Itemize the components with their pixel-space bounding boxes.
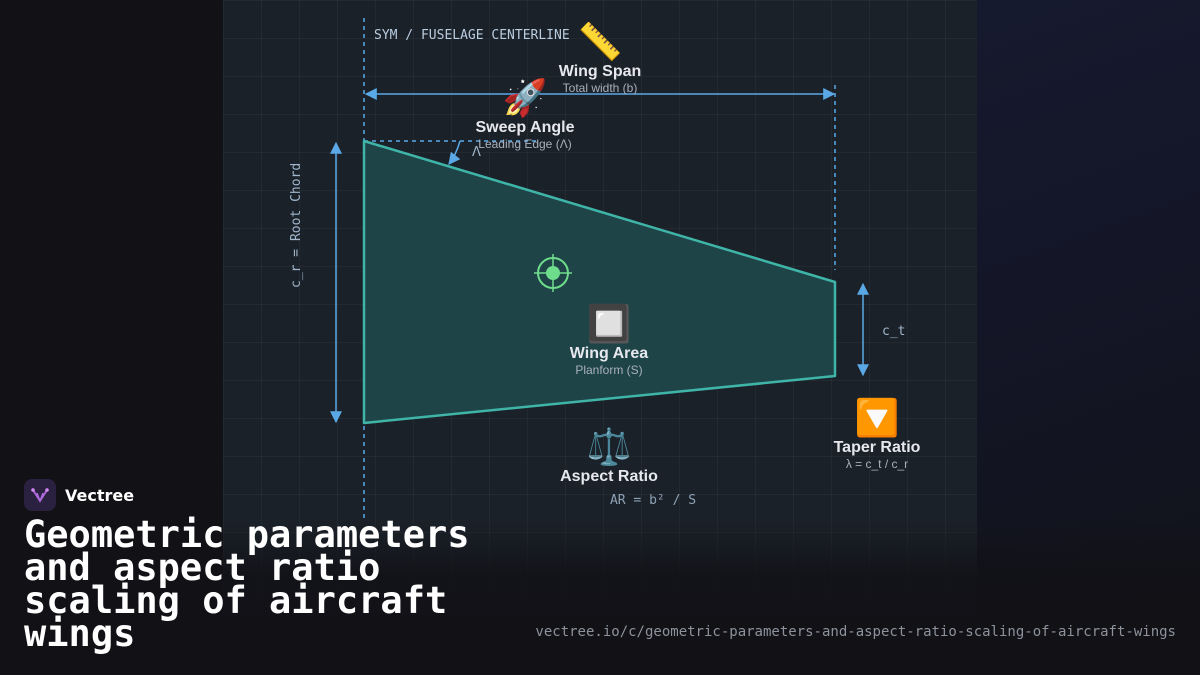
sweep-arc-arrow bbox=[448, 140, 461, 165]
sweep-symbol: Λ bbox=[472, 145, 481, 160]
wing-area-title: Wing Area bbox=[569, 345, 649, 362]
wing-span-label: 📏 Wing Span Total width (b) bbox=[558, 21, 642, 96]
sweep-angle-subtitle: Leading Edge (Λ) bbox=[478, 137, 572, 151]
centerline-label: SYM / FUSELAGE CENTERLINE bbox=[374, 28, 570, 43]
taper-ratio-subtitle: λ = c_t / c_r bbox=[845, 457, 909, 471]
scales-icon: ⚖️ bbox=[586, 426, 632, 467]
wing-span-title: Wing Span bbox=[558, 63, 642, 80]
brand-name: Vectree bbox=[65, 485, 135, 505]
aspect-ratio-title: Aspect Ratio bbox=[560, 468, 658, 485]
wing-span-subtitle: Total width (b) bbox=[562, 81, 638, 95]
brand[interactable]: Vectree bbox=[24, 479, 134, 511]
taper-ratio-label: 🔽 Taper Ratio λ = c_t / c_r bbox=[833, 397, 921, 472]
centroid-marker-icon bbox=[534, 254, 572, 292]
wing-planform bbox=[362, 139, 837, 425]
aspect-ratio-formula: AR = b² / S bbox=[610, 493, 696, 508]
square-icon: 🔲 bbox=[586, 303, 632, 344]
wing-area-label: 🔲 Wing Area Planform (S) bbox=[569, 303, 649, 378]
page-url[interactable]: vectree.io/c/geometric-parameters-and-as… bbox=[535, 624, 1176, 640]
page-title: Geometric parameters and aspect ratio sc… bbox=[24, 513, 470, 655]
vectree-logo-icon bbox=[24, 479, 56, 511]
tip-chord-label: c_t bbox=[882, 324, 905, 339]
sweep-angle-label: 🚀 Sweep Angle Leading Edge (Λ) bbox=[475, 77, 575, 152]
aspect-ratio-label: ⚖️ Aspect Ratio bbox=[560, 427, 658, 486]
root-chord-label: c_r = Root Chord bbox=[289, 163, 304, 288]
sweep-angle-title: Sweep Angle bbox=[475, 119, 575, 136]
bottom-fade-overlay bbox=[0, 520, 1200, 675]
ruler-icon: 📏 bbox=[577, 21, 623, 62]
taper-ratio-title: Taper Ratio bbox=[833, 439, 921, 456]
rocket-icon: 🚀 bbox=[502, 77, 548, 118]
down-triangle-icon: 🔽 bbox=[854, 397, 900, 438]
wing-area-subtitle: Planform (S) bbox=[575, 363, 643, 377]
